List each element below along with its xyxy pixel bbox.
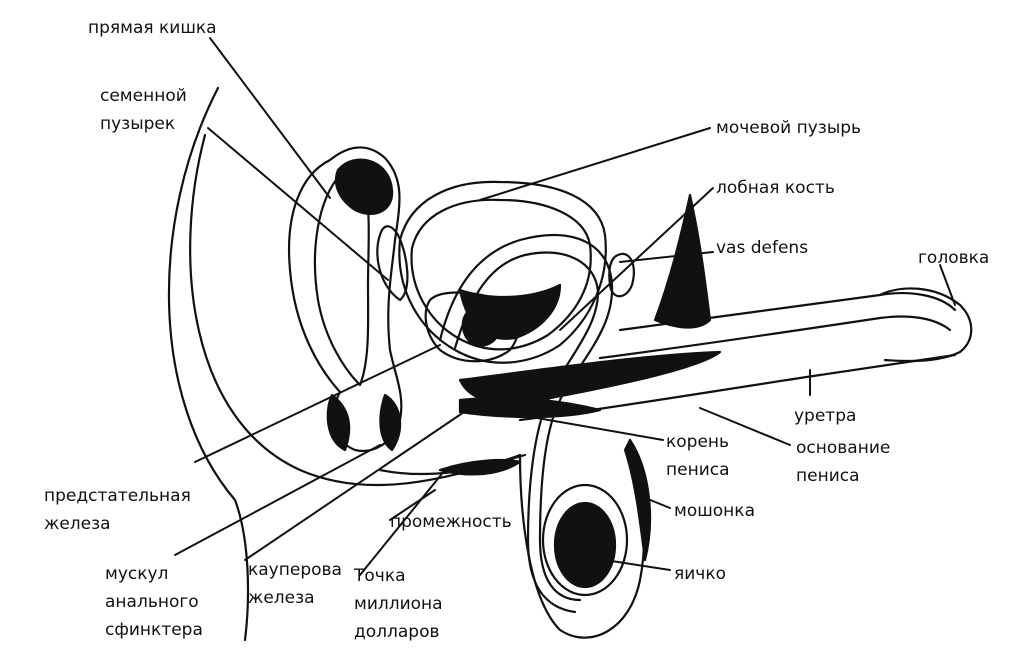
leader-point [359,469,446,576]
testicle-shape [541,483,629,597]
leader-vas [619,251,714,263]
sphincter-dark-right [379,393,402,452]
leader-perineum [389,489,436,521]
leader-bladder [479,127,711,201]
rectum-dark [334,158,394,216]
leader-sphincter [174,444,381,556]
label-vas-deferens: vas defens [716,238,809,258]
root-dark [458,396,602,419]
sphincter-dark-left [326,393,351,452]
penis-top [618,292,957,332]
label-urethra: уретра [794,406,857,426]
bladder-inner [410,198,592,351]
prostate-dark [461,307,502,347]
leader-rectum [209,37,331,199]
back-outline [167,86,250,642]
label-perineum: промежность [390,512,512,532]
pubic-bone-dark [653,193,712,329]
leader-testicle [604,559,671,571]
leader-scrotum [637,494,671,509]
vas-deferens-loop [438,233,614,602]
penis-inner [598,315,952,360]
scrotum-dark [623,438,652,562]
leader-seminal [207,127,389,281]
back-outline-inner [189,133,527,487]
label-testicle: яичко [674,564,726,584]
label-glans: головка [918,248,990,268]
leader-base [699,407,791,446]
prostate-shape [424,291,520,363]
label-scrotum: мошонка [674,501,755,521]
leader-root [519,414,664,441]
leader-glans [939,264,956,306]
leader-prostate [194,344,441,463]
leader-pubic [559,187,714,331]
perineum-dark [438,458,522,476]
label-pubic-bone: лобная кость [716,178,835,198]
testicle-inner [553,501,617,589]
leader-cowper [244,407,471,561]
rectum-inner [313,173,370,387]
seminal-vesicle-shape [376,225,409,302]
label-bladder: мочевой пузырь [716,118,862,138]
pubic-bone-shape [608,252,635,298]
glans-shape [878,287,973,363]
label-rectum: прямая кишка [88,18,217,38]
